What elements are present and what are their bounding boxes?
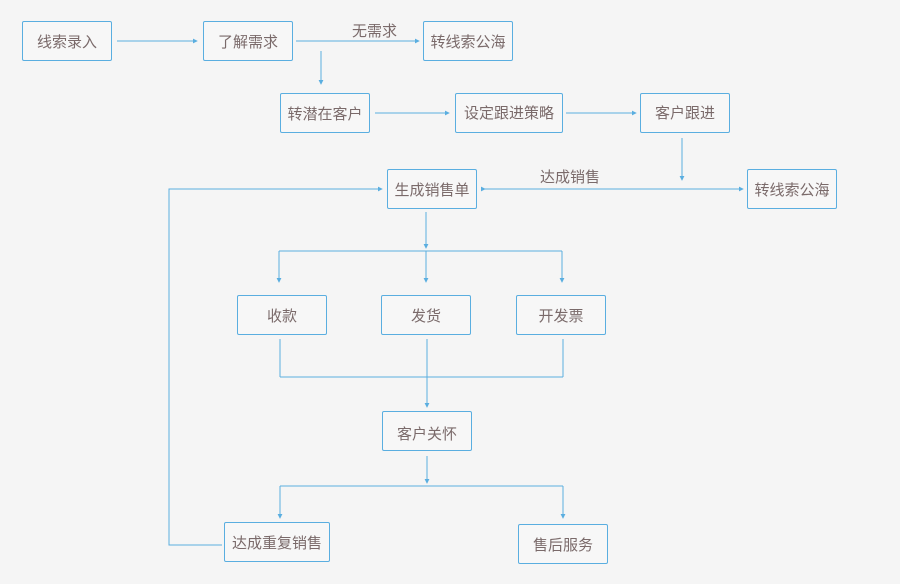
edge-repeat-loop-back [168, 186, 383, 546]
node-to-lead-pool-top[interactable]: 转线索公海 [423, 21, 513, 61]
node-lead-entry[interactable]: 线索录入 [22, 21, 112, 61]
node-generate-sales-order[interactable]: 生成销售单 [387, 169, 477, 209]
edge-label-deal-reached: 达成销售 [540, 168, 601, 186]
node-understand-needs[interactable]: 了解需求 [203, 21, 293, 61]
node-after-sales-service[interactable]: 售后服务 [518, 524, 608, 564]
node-to-potential-customer[interactable]: 转潜在客户 [280, 93, 370, 133]
node-ship-goods[interactable]: 发货 [381, 295, 471, 335]
node-repeat-sales[interactable]: 达成重复销售 [224, 522, 330, 562]
node-customer-care[interactable]: 客户关怀 [382, 411, 472, 451]
node-issue-invoice[interactable]: 开发票 [516, 295, 606, 335]
edge-label-no-need: 无需求 [352, 22, 398, 40]
node-to-lead-pool-right[interactable]: 转线索公海 [747, 169, 837, 209]
node-collect-payment[interactable]: 收款 [237, 295, 327, 335]
node-set-followup-strategy[interactable]: 设定跟进策略 [455, 93, 563, 133]
node-customer-followup[interactable]: 客户跟进 [640, 93, 730, 133]
